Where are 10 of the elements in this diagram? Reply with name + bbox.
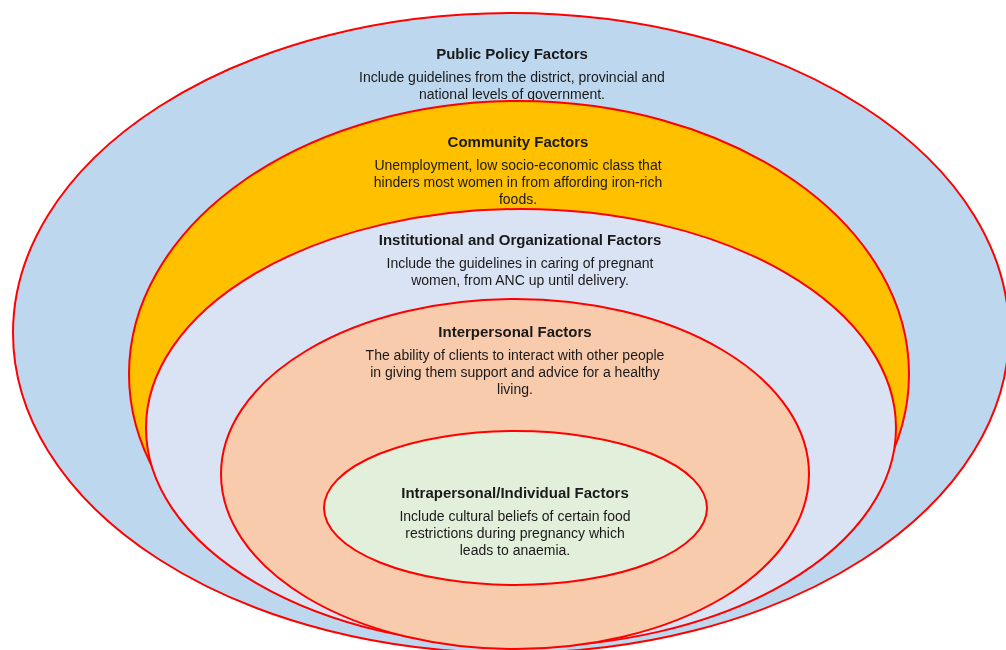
layer-description: Unemployment, low socio-economic class that hinders most women in from affording iron-rich foods.	[373, 157, 663, 208]
layer-heading: Public Policy Factors	[436, 45, 588, 62]
layer-heading: Institutional and Organizational Factors	[378, 231, 662, 248]
layer-description: Include cultural beliefs of certain food restrictions during pregnancy which leads to anaemia.	[398, 508, 632, 559]
layer-description: The ability of clients to interact with other people in giving them support and advice for a healthy living.	[365, 347, 665, 398]
layer-heading: Interpersonal Factors	[438, 323, 592, 340]
layer-description: Include the guidelines in caring of pregnant women, from ANC up until delivery.	[385, 255, 655, 289]
layer-heading: Community Factors	[447, 133, 589, 150]
layer-description: Include guidelines from the district, provincial and national levels of government.	[358, 69, 666, 103]
layer-heading: Intrapersonal/Individual Factors	[401, 484, 629, 501]
